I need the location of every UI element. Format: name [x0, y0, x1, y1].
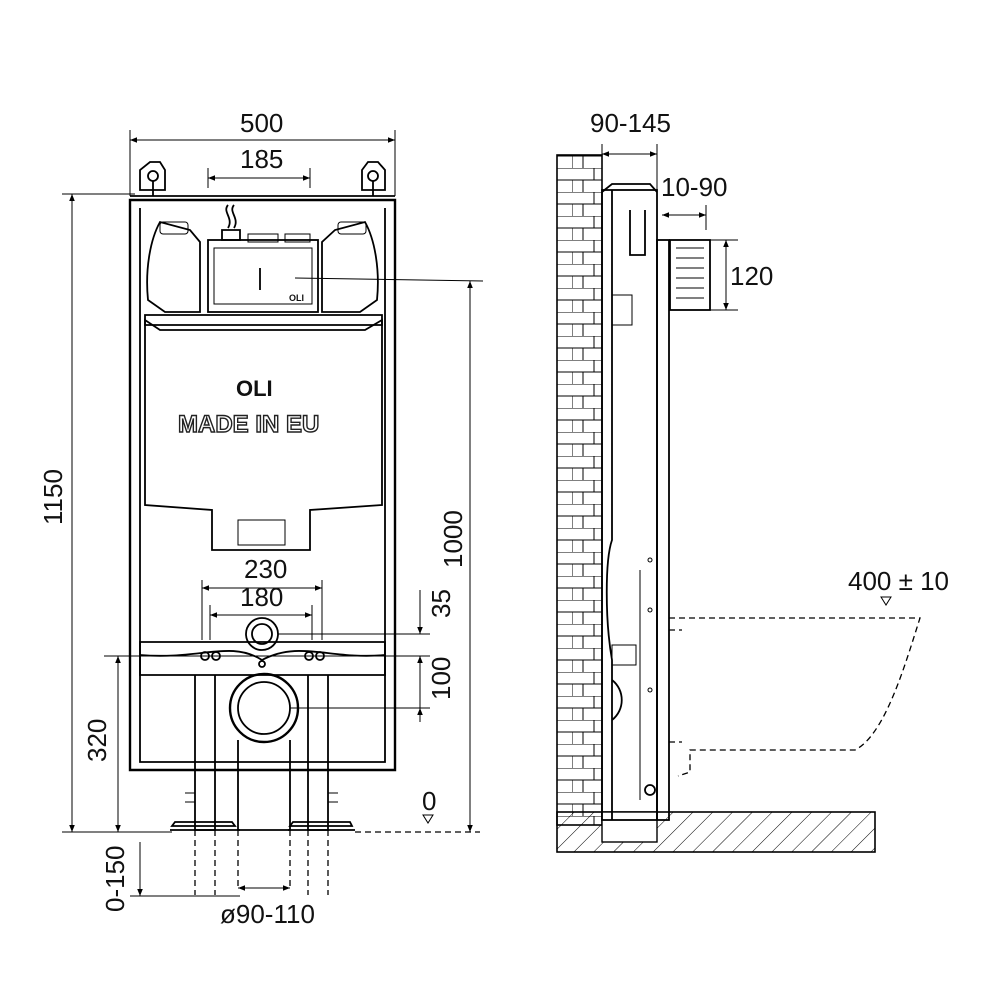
dim-400: 400 ± 10 — [848, 566, 949, 606]
dim-90-145-label: 90-145 — [590, 108, 671, 138]
dim-10-90: 10-90 — [661, 172, 728, 230]
module-logo: OLI — [289, 293, 304, 303]
floor-level: 0 — [422, 786, 436, 824]
dim-185-label: 185 — [240, 144, 283, 174]
dim-1150-label: 1150 — [38, 469, 68, 525]
lower-crossbar — [139, 617, 386, 676]
dim-230-label: 230 — [244, 554, 287, 584]
toilet-bowl — [669, 617, 921, 777]
front-view: OLI OLI MADE IN EU — [38, 108, 484, 929]
dim-pipe-label: ø90-110 — [220, 899, 315, 929]
dim-pipe: ø90-110 — [220, 885, 315, 929]
right-bracket — [361, 161, 386, 196]
dim-120: 120 — [710, 239, 773, 311]
left-bracket — [139, 161, 166, 196]
cistern-tank: OLI MADE IN EU — [144, 314, 383, 551]
dim-185: 185 — [207, 144, 311, 188]
brick-wall — [556, 154, 603, 826]
cistern-upper: OLI — [146, 204, 484, 313]
dim-180-label: 180 — [240, 582, 283, 612]
dim-35-label: 35 — [426, 589, 456, 618]
floor — [556, 811, 876, 853]
dim-500-label: 500 — [240, 108, 283, 138]
frame — [128, 161, 397, 772]
dim-100-label: 100 — [426, 657, 456, 700]
floor-level-label: 0 — [422, 786, 436, 816]
dim-10-90-label: 10-90 — [661, 172, 728, 202]
dim-1000-label: 1000 — [438, 510, 468, 568]
dim-100: 100 — [104, 655, 456, 722]
side-view: 90-145 10-90 120 400 ± 10 — [556, 108, 949, 853]
dim-180: 180 — [209, 582, 313, 640]
dim-90-145: 90-145 — [590, 108, 671, 190]
dim-0-150: 0-150 — [100, 842, 240, 912]
dim-1000: 100 0 — [355, 281, 480, 833]
legs — [170, 675, 355, 895]
dim-1150: 1150 — [38, 193, 172, 833]
drain-pipe — [228, 672, 300, 890]
side-frame — [601, 183, 711, 821]
dim-400-label: 400 ± 10 — [848, 566, 949, 596]
dim-0-150-label: 0-150 — [100, 846, 130, 913]
dim-320: 320 — [82, 656, 121, 832]
dim-230: 230 — [201, 554, 323, 640]
dim-500: 500 — [129, 108, 396, 196]
dim-35: 35 — [278, 589, 456, 680]
brand-logo: OLI — [236, 376, 273, 401]
made-in-label: MADE IN EU — [178, 411, 319, 438]
dim-120-label: 120 — [730, 261, 773, 291]
dim-320-label: 320 — [82, 719, 112, 762]
